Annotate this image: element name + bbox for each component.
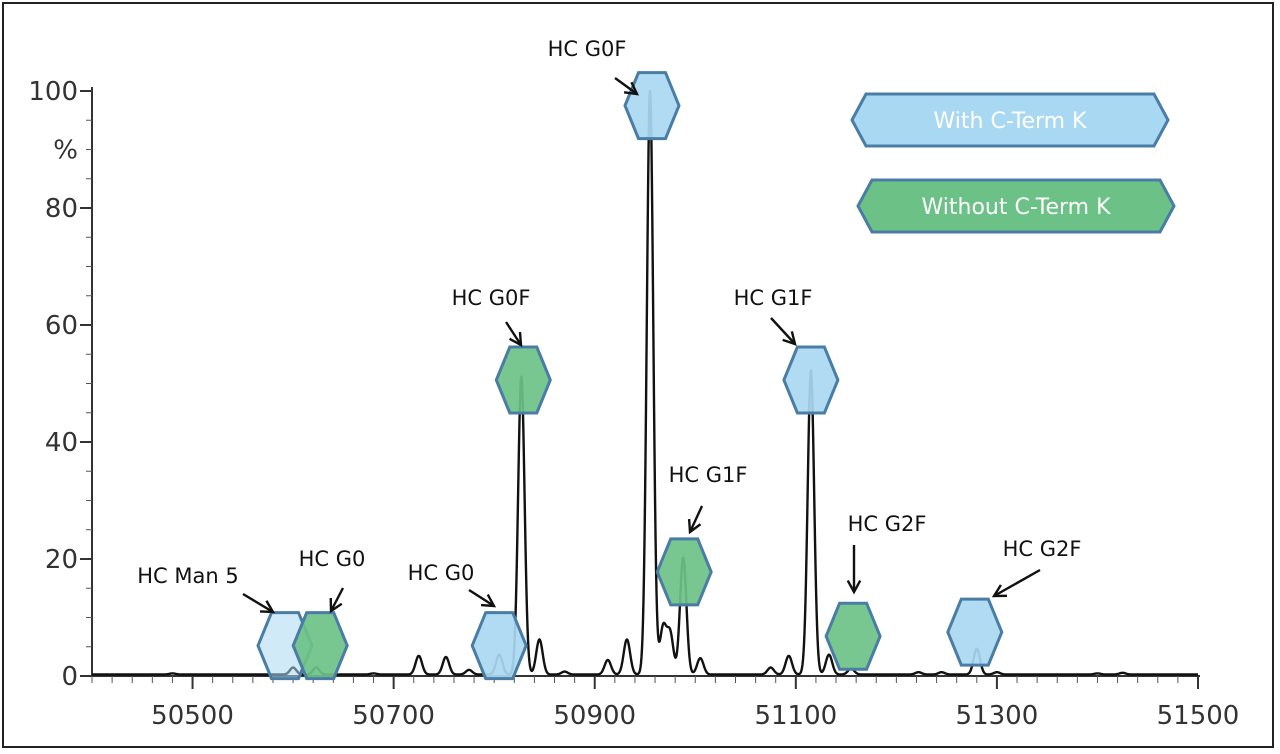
arrow-line	[993, 568, 1041, 598]
legend-label: Without C-Term K	[922, 195, 1112, 220]
annotation-labels: HC Man 5 HC G0 HC G0 HC G0F HC G0F HC G1F HC G…	[137, 37, 1082, 614]
arrow-head	[329, 597, 343, 614]
x-tick-label: 51100	[754, 701, 837, 731]
peak-label: HC G2F	[848, 512, 927, 536]
arrow-line	[614, 77, 638, 95]
peak-hexagon-marker	[824, 601, 882, 671]
arrow-head	[480, 594, 497, 608]
peak-hexagon-marker	[946, 597, 1004, 667]
peak-label: HC G0	[299, 547, 366, 571]
peak-label: HC G0F	[548, 37, 627, 61]
x-tick-label: 50700	[352, 701, 435, 731]
arrow-line	[242, 592, 274, 614]
arrow-head	[508, 331, 523, 348]
peak-label: HC G2F	[1003, 537, 1082, 561]
arrow-line	[329, 587, 345, 612]
arrow-line	[770, 317, 796, 345]
arrow-head	[687, 518, 702, 535]
y-tick-label: 20	[45, 545, 78, 575]
arrow-line	[688, 505, 704, 533]
y-tick-label: 0	[61, 662, 78, 692]
legend-swatch	[856, 178, 1176, 234]
peak-label: HC G1F	[669, 463, 748, 487]
peak-label: HC G0	[408, 561, 475, 585]
arrow-head	[991, 584, 1008, 598]
peak-hexagon-marker	[470, 611, 528, 681]
legend: With C-Term K Without C-Term K	[850, 92, 1176, 234]
peak-hexagon-marker	[655, 537, 713, 607]
legend-label: With C-Term K	[934, 109, 1088, 134]
legend-swatch	[850, 92, 1170, 148]
arrow-line	[504, 321, 523, 346]
arrow-head	[782, 331, 797, 346]
peak-hexagon-marker	[623, 71, 681, 141]
peak-hexagon-marker	[782, 345, 840, 415]
arrow-line	[468, 588, 495, 608]
y-axis-label: %	[53, 136, 78, 166]
arrow-head	[623, 81, 640, 96]
peak-hexagon-marker	[291, 611, 349, 681]
x-tick-label: 51300	[956, 701, 1039, 731]
y-tick-label: 100	[28, 77, 78, 107]
annotation-markers	[256, 71, 1004, 681]
x-tick-label: 50500	[151, 701, 234, 731]
arrow-head	[846, 580, 862, 595]
x-tick-label: 50900	[553, 701, 636, 731]
peak-hexagon-marker	[494, 345, 552, 415]
peak-label: HC Man 5	[137, 564, 238, 588]
peak-label: HC G1F	[734, 286, 813, 310]
arrow-head	[259, 600, 276, 614]
y-tick-label: 40	[45, 428, 78, 458]
y-tick-label: 80	[45, 194, 78, 224]
axes: 0 20 40 60 80 100% 50500 50700 50900 51100 51300 51…	[28, 77, 1239, 731]
peak-label: HC G0F	[452, 286, 531, 310]
y-tick-label: 60	[45, 311, 78, 341]
x-tick-label: 51500	[1157, 701, 1240, 731]
